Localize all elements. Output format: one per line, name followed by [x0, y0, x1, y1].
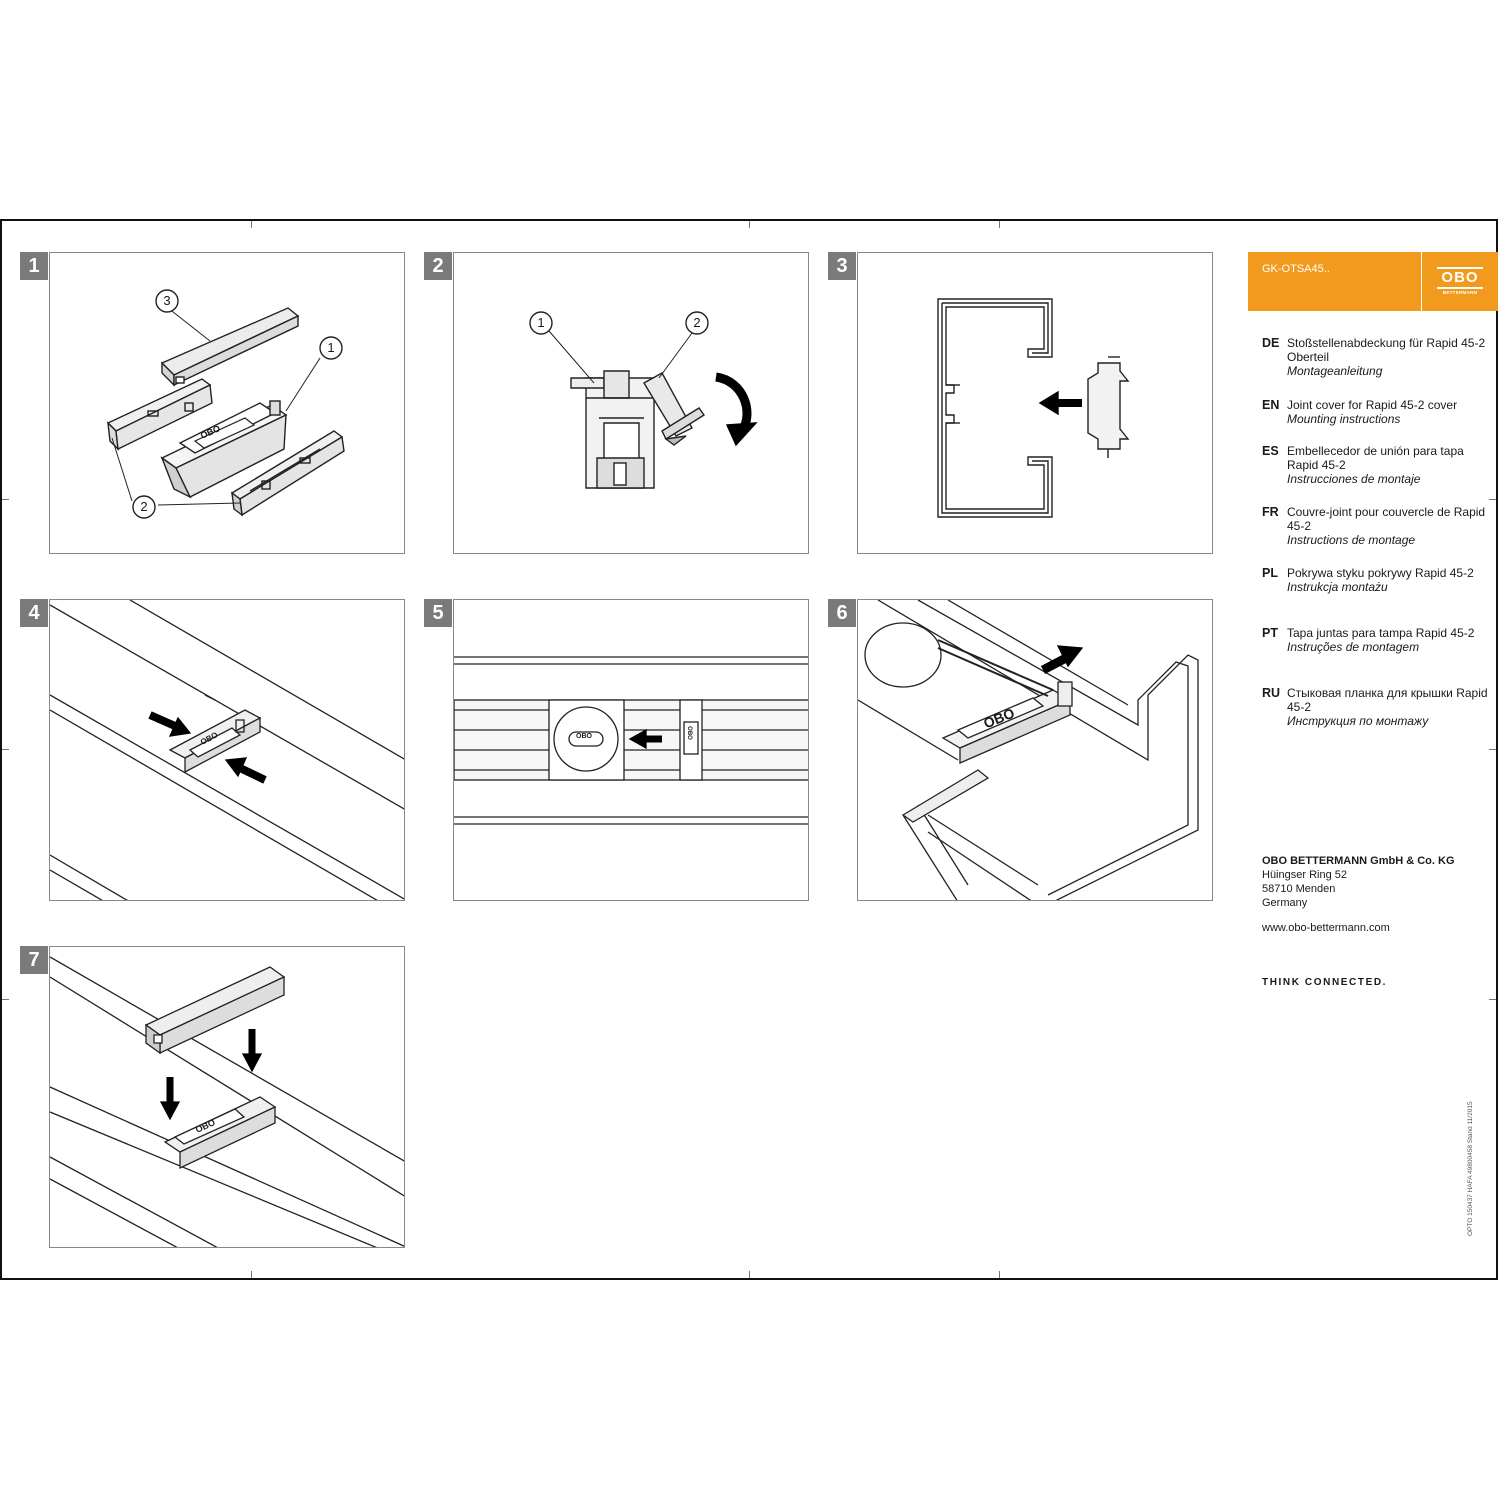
document-reference: OPTO 150437 HAFA 49800458 Stand 11/2015 — [1467, 1101, 1474, 1236]
language-title: Embellecedor de unión para tapa Rapid 45… — [1287, 444, 1464, 472]
step-number-badge: 4 — [20, 599, 48, 627]
language-title: Stoßstellenabdeckung für Rapid 45-2 Ober… — [1287, 336, 1486, 364]
registration-tick — [749, 221, 750, 228]
product-code: GK-OTSA45.. — [1262, 263, 1330, 275]
logo-subtitle: BETTERMANN — [1442, 290, 1478, 295]
language-subtitle: Mounting instructions — [1287, 412, 1401, 426]
part-logo-mark: OBO — [576, 733, 592, 740]
language-subtitle: Instrukcja montażu — [1287, 580, 1388, 594]
language-subtitle: Instruções de montagem — [1287, 640, 1420, 654]
header-banner: GK-OTSA45.. OBO BETTERMANN — [1248, 252, 1498, 311]
step-4-panel: OBO — [49, 599, 405, 901]
company-city: 58710 Menden — [1262, 883, 1336, 895]
step-number-badge: 3 — [828, 252, 856, 280]
step-1-panel: 3 1 2 OBO — [49, 252, 405, 554]
registration-tick — [1489, 499, 1496, 500]
sidebar: GK-OTSA45.. OBO BETTERMANN DE Stoßstelle… — [1248, 252, 1498, 1252]
registration-tick — [999, 1271, 1000, 1278]
registration-tick — [1489, 999, 1496, 1000]
registration-tick — [251, 221, 252, 228]
logo-mark: OBO — [1437, 267, 1483, 289]
step-7-panel: OBO — [49, 946, 405, 1248]
language-code: FR — [1262, 505, 1279, 519]
language-title: Couvre-joint pour couvercle de Rapid 45-… — [1287, 505, 1486, 533]
language-subtitle: Instrucciones de montaje — [1287, 472, 1421, 486]
callout-label: 3 — [163, 293, 171, 308]
registration-tick — [2, 999, 9, 1000]
language-code: RU — [1262, 686, 1281, 700]
language-title: Joint cover for Rapid 45-2 cover — [1287, 398, 1458, 412]
language-title: Pokrywa styku pokrywy Rapid 45-2 — [1287, 566, 1474, 580]
registration-tick — [2, 499, 9, 500]
company-country: Germany — [1262, 897, 1308, 909]
company-address: OBO BETTERMANN GmbH & Co. KG Hüingser Ri… — [1262, 854, 1492, 910]
step-5-panel: OBO OBO — [453, 599, 809, 901]
language-code: DE — [1262, 336, 1280, 350]
language-subtitle: Montageanleitung — [1287, 364, 1383, 378]
fit-cover-illustration — [50, 956, 404, 1247]
socket-alignment-illustration — [454, 656, 808, 825]
header-divider — [1421, 252, 1422, 311]
callout-label: 2 — [140, 499, 148, 514]
step-number-badge: 2 — [424, 252, 452, 280]
callout-label: 2 — [693, 315, 701, 330]
trunking-profile-illustration — [937, 298, 1130, 518]
language-title: Стыковая планка для крышки Rapid 45-2 — [1287, 686, 1488, 714]
step-number-badge: 7 — [20, 946, 48, 974]
release-joint-illustration — [858, 600, 1199, 900]
step-number-badge: 6 — [828, 599, 856, 627]
company-street: Hüingser Ring 52 — [1262, 869, 1347, 881]
registration-tick — [251, 1271, 252, 1278]
registration-tick — [1489, 749, 1496, 750]
language-code: PL — [1262, 566, 1278, 580]
language-code: PT — [1262, 626, 1278, 640]
obo-logo: OBO BETTERMANN — [1437, 267, 1483, 297]
language-subtitle: Instructions de montage — [1287, 533, 1416, 547]
part-logo-mark: OBO — [685, 726, 692, 740]
step-6-panel: OBO — [857, 599, 1213, 901]
language-code: ES — [1262, 444, 1279, 458]
language-title: Tapa juntas para tampa Rapid 45-2 — [1287, 626, 1475, 640]
clip-rotation-illustration — [529, 311, 758, 489]
exploded-parts-illustration — [106, 289, 345, 519]
language-code: EN — [1262, 398, 1280, 412]
language-subtitle: Инструкция по монтажу — [1287, 714, 1429, 728]
insert-joint-illustration — [50, 600, 404, 900]
registration-tick — [999, 221, 1000, 228]
step-number-badge: 5 — [424, 599, 452, 627]
registration-tick — [2, 749, 9, 750]
callout-label: 1 — [327, 340, 335, 355]
step-2-panel: 1 2 — [453, 252, 809, 554]
company-name: OBO BETTERMANN GmbH & Co. KG — [1262, 855, 1455, 867]
step-number-badge: 1 — [20, 252, 48, 280]
website-link[interactable]: www.obo-bettermann.com — [1262, 922, 1390, 934]
slogan: THINK CONNECTED. — [1262, 977, 1388, 988]
registration-tick — [749, 1271, 750, 1278]
step-3-panel — [857, 252, 1213, 554]
callout-label: 1 — [537, 315, 545, 330]
